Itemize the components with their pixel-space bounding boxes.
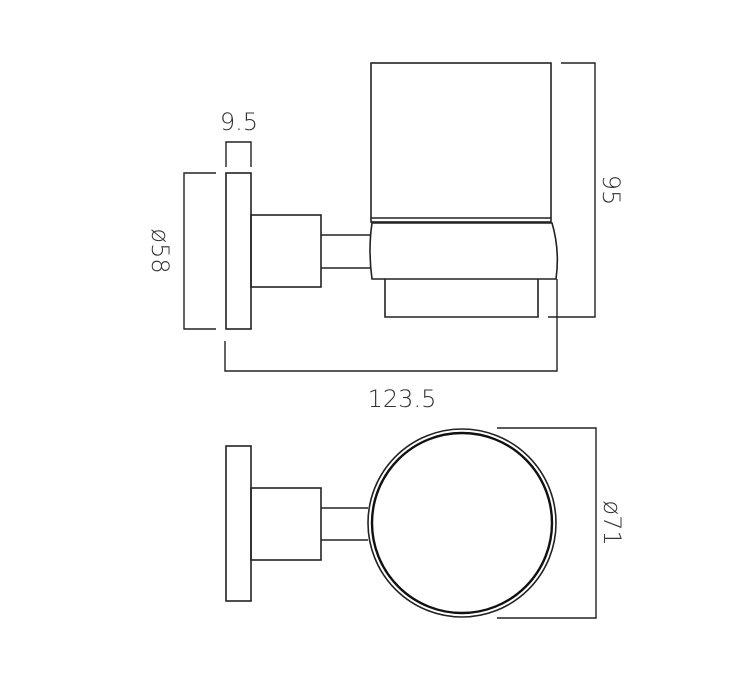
dim-label-tumbler-diameter: ø71 [598, 500, 626, 545]
wall-plate [225, 172, 252, 330]
glass-tumbler [370, 62, 552, 223]
glass-base [384, 279, 539, 318]
dimension-plate-thickness: 9.5 [220, 108, 258, 167]
holder-ring [369, 222, 559, 280]
dim-label-projection: 123.5 [368, 385, 437, 413]
boss-top [250, 487, 322, 561]
dim-label-thickness: 9.5 [220, 108, 258, 136]
arm-rod [321, 234, 370, 269]
side-view [225, 62, 559, 330]
dimension-plate-diameter: ø58 [146, 172, 216, 330]
dimension-tumbler-diameter: ø71 [497, 427, 626, 619]
arm-rod-top [321, 507, 368, 541]
top-view [225, 428, 557, 618]
dim-label-plate-diameter: ø58 [146, 228, 174, 273]
dim-label-height: 95 [597, 175, 625, 206]
wall-plate-top [225, 445, 252, 602]
boss [250, 214, 322, 288]
tumbler-inner-circle [370, 431, 554, 615]
dimension-projection: 123.5 [224, 279, 558, 413]
dimension-height: 95 [548, 62, 625, 318]
tumbler-outer-circle [367, 428, 557, 618]
